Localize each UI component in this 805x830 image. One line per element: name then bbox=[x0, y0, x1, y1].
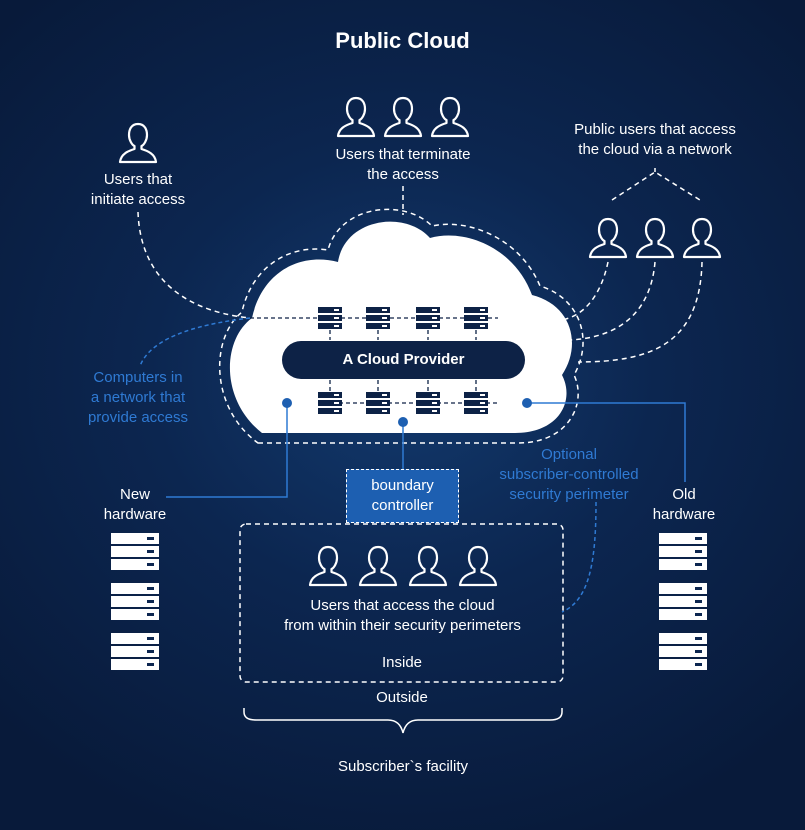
server-icon bbox=[318, 392, 342, 414]
label-users-terminate: Users that terminate the access bbox=[335, 146, 471, 183]
person-icon bbox=[430, 96, 470, 138]
label-users-within: Users that access the cloud from within … bbox=[284, 597, 521, 634]
label-optional-perimeter: Optional subscriber-controlled security … bbox=[499, 446, 639, 503]
label-new-hardware: New hardware bbox=[103, 486, 167, 523]
server-rack-icon bbox=[659, 633, 707, 670]
line-public-1 bbox=[559, 261, 609, 321]
server-icon bbox=[366, 392, 390, 414]
cloud-provider-label: A Cloud Provider bbox=[342, 351, 465, 368]
server-rack-icon bbox=[111, 533, 159, 570]
server-rack-icon bbox=[659, 583, 707, 620]
label-public-users: Public users that access the cloud via a… bbox=[574, 121, 736, 158]
server-icon bbox=[366, 307, 390, 329]
connector-lines bbox=[137, 168, 703, 734]
label-outside: Outside bbox=[376, 689, 428, 706]
old-hardware-racks bbox=[659, 533, 707, 670]
label-subscriber-facility: Subscriber`s facility bbox=[337, 758, 469, 775]
line-initiate bbox=[137, 211, 251, 319]
line-public-3 bbox=[577, 261, 703, 363]
person-icon bbox=[118, 122, 158, 164]
person-icon bbox=[336, 96, 376, 138]
person-icon bbox=[458, 545, 498, 587]
person-icon bbox=[408, 545, 448, 587]
cloud-provider-pill bbox=[282, 341, 525, 379]
new-hardware-racks bbox=[111, 533, 159, 670]
person-icon bbox=[308, 545, 348, 587]
connector-dot-old bbox=[522, 398, 532, 408]
boundary-controller: boundary controller bbox=[346, 469, 459, 523]
cloud-shape bbox=[229, 221, 572, 433]
connector-dot-new bbox=[282, 398, 292, 408]
security-perimeter bbox=[239, 523, 564, 683]
server-icon bbox=[464, 307, 488, 329]
blue-connectors bbox=[139, 317, 686, 613]
server-icon bbox=[416, 392, 440, 414]
server-icon bbox=[464, 392, 488, 414]
label-computers-network: Computers in a network that provide acce… bbox=[87, 369, 189, 426]
label-old-hardware: Old hardware bbox=[652, 486, 716, 523]
person-icon bbox=[588, 217, 628, 259]
server-rack-icon bbox=[111, 633, 159, 670]
server-rack-icon bbox=[659, 533, 707, 570]
label-users-initiate: Users that initiate access bbox=[90, 171, 186, 208]
person-icon bbox=[682, 217, 722, 259]
server-rack-icon bbox=[111, 583, 159, 620]
server-icon bbox=[318, 307, 342, 329]
label-inside: Inside bbox=[381, 654, 423, 671]
connector-dot-boundary bbox=[398, 417, 408, 427]
facility-brace bbox=[243, 708, 563, 734]
page-title: Public Cloud bbox=[335, 28, 470, 53]
person-icon bbox=[383, 96, 423, 138]
server-icon bbox=[416, 307, 440, 329]
line-public-fork bbox=[611, 171, 701, 201]
person-icon bbox=[635, 217, 675, 259]
line-public-2 bbox=[569, 261, 656, 341]
person-icon bbox=[358, 545, 398, 587]
